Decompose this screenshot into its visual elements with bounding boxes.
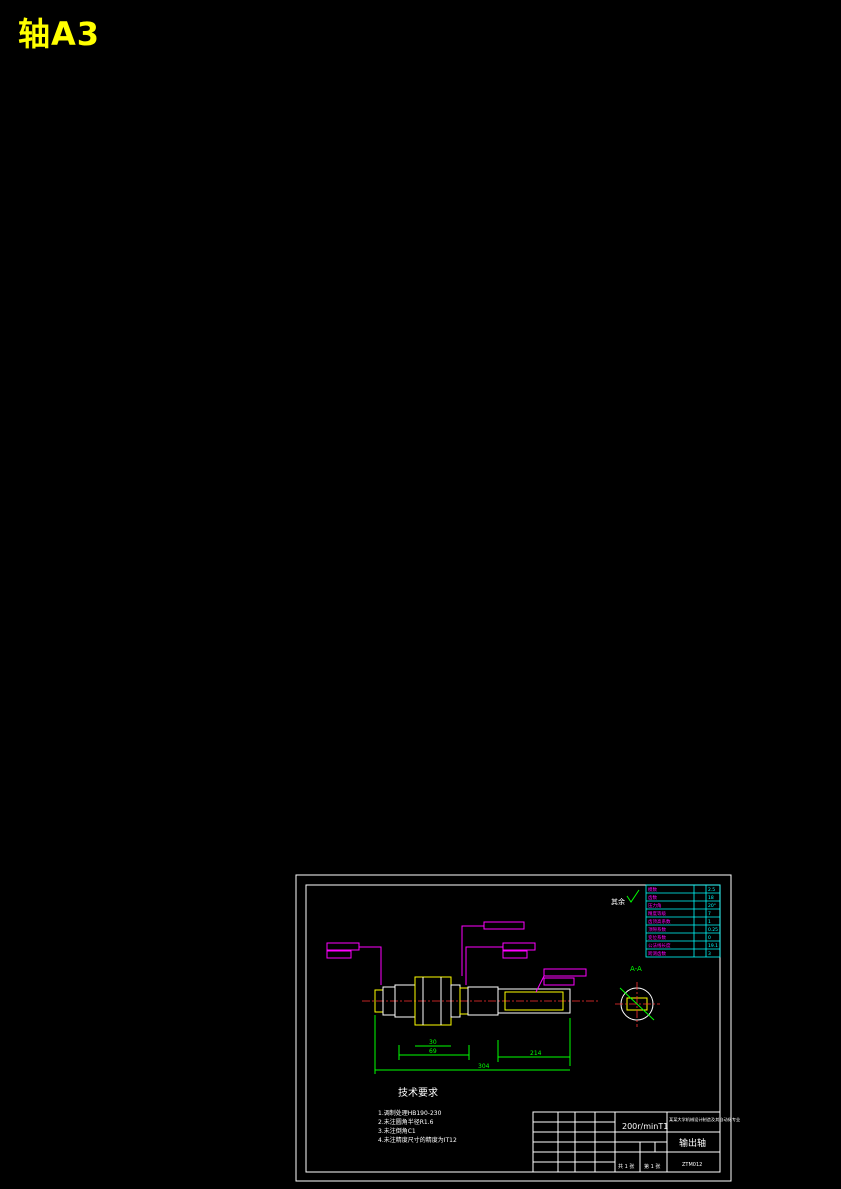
gear-table-label: 模数 (648, 886, 657, 893)
tech-req-list: 1.调制处理HB190-230 2.未注圆角半径R1.6 3.未注倒角C1 4.… (378, 1109, 457, 1144)
gear-table-label: 精度等级 (648, 910, 666, 917)
gear-table-label: 变位系数 (648, 934, 666, 941)
roughness-other: 其余 (611, 897, 625, 906)
school-text: 某某大学机械设计制造及其自动化专业 (669, 1116, 740, 1123)
gear-table-value: 18 (708, 895, 714, 901)
gear-table-label: 跨测齿数 (648, 950, 666, 957)
gear-table-label: 压力角 (648, 902, 662, 909)
tech-req-item-2: 2.未注圆角半径R1.6 (378, 1118, 434, 1126)
tolerance-frames (326, 921, 587, 993)
part-name: 输出轴 (679, 1137, 706, 1149)
gear-table-label: 公法线长度 (648, 942, 671, 949)
dim-69: 69 (429, 1048, 437, 1055)
inner-frame (305, 884, 721, 1173)
tech-req-item-1: 1.调制处理HB190-230 (378, 1109, 442, 1117)
gear-table-value: 19.1 (708, 943, 718, 949)
title-block (532, 1111, 721, 1173)
page-title: 轴A3 (18, 15, 101, 53)
tech-req-item-4: 4.未注精度尺寸的精度为IT12 (378, 1136, 457, 1144)
section-view-a-a: A-A (615, 965, 660, 1027)
dim-304: 304 (478, 1063, 490, 1070)
scale-text: 200r/minT1 (622, 1122, 668, 1131)
gear-table-value: 0.25 (708, 927, 718, 933)
dim-214: 214 (530, 1050, 542, 1057)
dimensions: 69 30 214 304 (374, 1015, 571, 1074)
roughness-symbol (626, 889, 640, 903)
drawing-no: ZTM012 (682, 1162, 702, 1168)
gear-table-text: 模数 2.5 齿数 18 压力角 20° 精度等级 7 齿顶高系数 1 顶隙系数 0.25 变位系数 0 公… (648, 886, 718, 957)
section-label: A-A (630, 965, 642, 973)
gear-table-value: 7 (708, 911, 711, 917)
gear-param-table (645, 884, 721, 958)
shaft-profile (374, 976, 571, 1026)
gear-table-label: 齿顶高系数 (648, 918, 671, 925)
outer-frame (295, 874, 732, 1182)
tech-req-title: 技术要求 (398, 1086, 438, 1099)
gear-table-value: 0 (708, 935, 711, 941)
sheet-no: 第 1 张 (644, 1163, 660, 1170)
gear-table-value: 2.5 (708, 887, 715, 893)
gear-table-value: 20° (708, 903, 716, 909)
dim-30: 30 (429, 1039, 437, 1046)
gear-table-value: 1 (708, 919, 711, 925)
gear-table-value: 3 (708, 951, 711, 957)
gear-table-label: 顶隙系数 (648, 926, 666, 933)
gear-table-label: 齿数 (648, 894, 657, 901)
tech-req-item-3: 3.未注倒角C1 (378, 1127, 416, 1135)
sheet-total: 共 1 张 (618, 1163, 634, 1170)
